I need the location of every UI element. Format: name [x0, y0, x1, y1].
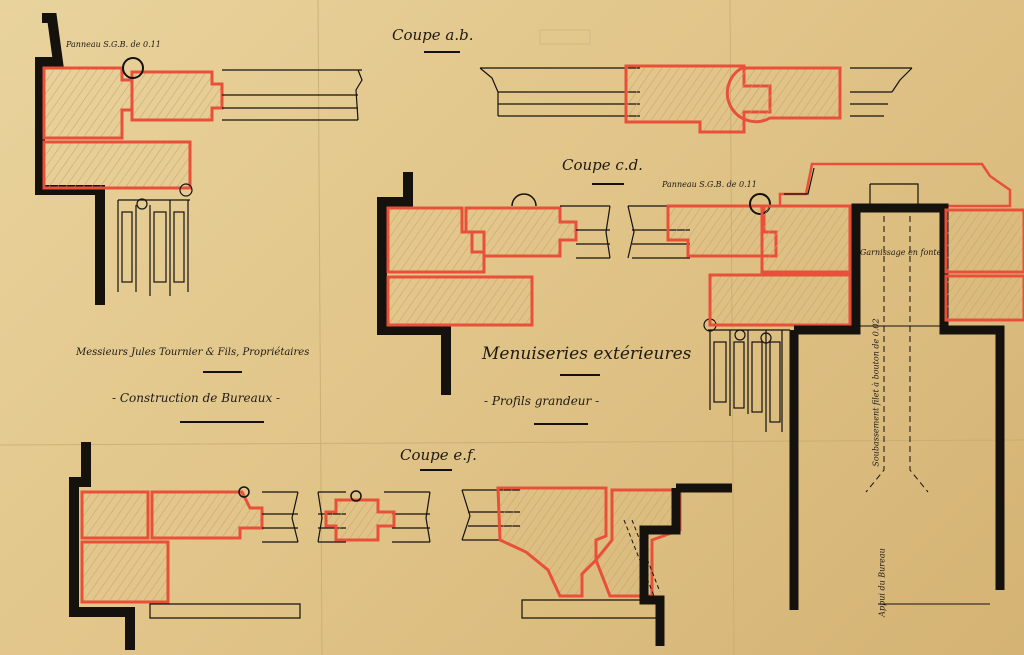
- housing-cd: [789, 203, 1005, 610]
- sash-ef: [150, 490, 264, 540]
- cd-panel-note: Panneau S.G.B. de 0.11: [662, 180, 757, 189]
- section-ab: [35, 13, 913, 305]
- frame-cd: [386, 206, 486, 274]
- elevation-ab: [117, 183, 193, 296]
- drawing-subheading: - Profils grandeur -: [484, 394, 600, 408]
- right-sash-ef: [594, 488, 682, 598]
- project-line: - Construction de Bureaux -: [112, 391, 281, 405]
- ab-panel-note: Panneau S.G.B. de 0.11: [66, 40, 161, 49]
- section-cd: [377, 162, 1024, 610]
- wall-ef-right: [639, 483, 732, 646]
- title-underlines: [180, 51, 624, 471]
- owner-line: Messieurs Jules Tournier & Fils, Proprié…: [76, 347, 310, 358]
- frame-ab: [42, 66, 134, 140]
- cd-side-note: Garnissage en fonte: [860, 248, 942, 257]
- wall-cd: [377, 172, 451, 395]
- sash-cd: [464, 206, 578, 258]
- ab-section-title: Coupe a.b.: [392, 26, 474, 44]
- right-sash-ab: [725, 66, 842, 124]
- cd-vertical-note: Soubassement filet à bouton de 0.02: [871, 318, 881, 467]
- corbel-ef: [496, 486, 608, 598]
- center-post-ef: [324, 498, 396, 542]
- sash-ab: [130, 70, 224, 122]
- cornice-cd: [778, 162, 1012, 208]
- bead-ab: [122, 57, 144, 79]
- post-cd: [760, 204, 852, 274]
- sill-ab: [42, 140, 192, 190]
- ef-vertical-note: Appui du Bureau: [877, 548, 887, 617]
- wall-ef: [69, 442, 135, 650]
- lower-sill-cd: [708, 273, 852, 327]
- ef-section-title: Coupe e.f.: [400, 446, 477, 464]
- cd-section-title: Coupe c.d.: [562, 156, 643, 174]
- sill-cd: [386, 275, 534, 327]
- elevation-cd: [703, 318, 790, 432]
- section-ef: [69, 442, 732, 650]
- drawing-heading: Menuiseries extérieures: [482, 344, 692, 364]
- frame-ef: [80, 490, 150, 540]
- sill-ef: [80, 540, 170, 604]
- wall-ab: [35, 13, 105, 305]
